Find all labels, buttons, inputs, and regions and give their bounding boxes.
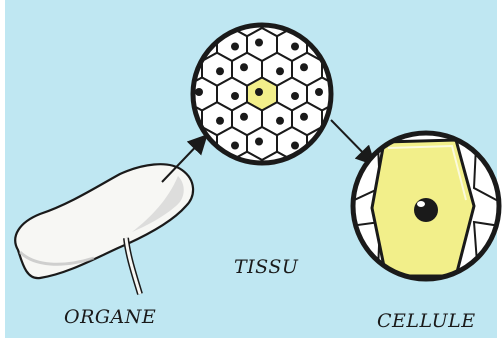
tissue-cell-nucleus [216, 67, 224, 75]
white-frame-right [497, 0, 502, 338]
tissue-cell-nucleus [255, 88, 263, 96]
tissue-cell-nucleus [195, 88, 203, 96]
tissue-cell-nucleus [291, 43, 299, 51]
tissue-cell-nucleus [315, 88, 323, 96]
tissue-cell-nucleus [291, 142, 299, 150]
tissue-cell-nucleus [255, 138, 263, 146]
tissue-cell-nucleus [231, 43, 239, 51]
tissue-cell-nucleus [276, 67, 284, 75]
tissue-cell-nucleus [291, 92, 299, 100]
tissue-cell-nucleus [300, 113, 308, 121]
tissue-cell-nucleus [276, 117, 284, 125]
tissue-cell-nucleus [255, 39, 263, 47]
tissue-cell-nucleus [240, 113, 248, 121]
tissue-cell-nucleus [300, 63, 308, 71]
tissue-cell-nucleus [240, 63, 248, 71]
organ-label: ORGANE [64, 306, 156, 328]
white-frame-left [0, 0, 5, 338]
cell-nucleus [414, 198, 438, 222]
cell-label: CELLULE [377, 310, 476, 332]
tissue-cell-nucleus [216, 117, 224, 125]
tissue-cell-nucleus [231, 92, 239, 100]
tissue-cell-nucleus [231, 142, 239, 150]
tissue-label: TISSU [234, 256, 298, 278]
